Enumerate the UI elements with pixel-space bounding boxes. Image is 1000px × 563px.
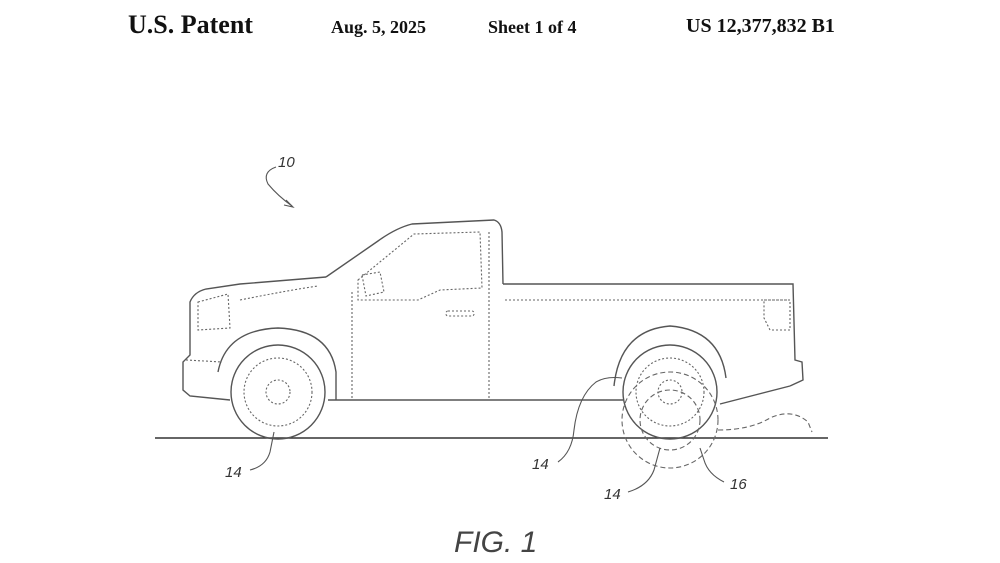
figure-caption: FIG. 1	[454, 526, 537, 559]
front-fender-line	[239, 285, 319, 301]
rear-wheel	[622, 344, 718, 440]
side-mirror	[361, 271, 385, 297]
ref-rear-wheel-upper: 14	[532, 456, 549, 473]
tail-light	[763, 299, 791, 331]
front-bumper	[185, 359, 223, 363]
leader-rear-wheel-lower	[627, 447, 661, 493]
leader-10-arrow	[283, 199, 295, 208]
headlight	[197, 293, 231, 331]
door-handle	[445, 310, 475, 317]
displaced-wheel	[621, 371, 813, 469]
leader-displaced-wheel	[699, 447, 725, 483]
front-hood-outline	[182, 276, 327, 401]
leader-front-wheel	[249, 431, 275, 471]
leader-rear-wheel-upper	[557, 376, 623, 463]
patent-header: U.S. Patent Aug. 5, 2025 Sheet 1 of 4 US…	[0, 10, 1000, 44]
patent-date: Aug. 5, 2025	[331, 17, 427, 37]
ref-front-wheel: 14	[225, 464, 242, 481]
windshield-outline	[325, 219, 504, 285]
rear-wheel-arch	[613, 325, 727, 387]
rear-bumper-outline	[719, 385, 791, 405]
ref-vehicle: 10	[278, 154, 295, 171]
sheet-number: Sheet 1 of 4	[488, 17, 577, 37]
ref-displaced-wheel: 16	[730, 476, 747, 493]
truck-outline	[182, 219, 804, 405]
bed-top-outline	[503, 283, 804, 387]
patent-title: U.S. Patent	[128, 10, 253, 39]
ref-rear-wheel-lower: 14	[604, 486, 621, 503]
front-wheel	[230, 344, 326, 440]
front-wheel-arch	[217, 327, 337, 400]
leader-10	[265, 166, 293, 207]
patent-number: US 12,377,832 B1	[686, 15, 835, 37]
